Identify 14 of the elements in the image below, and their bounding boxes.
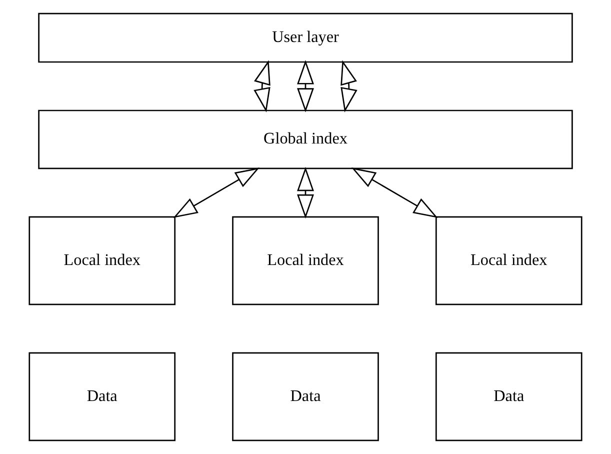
node-box: Global index — [38, 110, 573, 170]
arrow — [173, 168, 260, 218]
arrow — [351, 168, 438, 218]
node-box: Data — [435, 352, 582, 442]
node-box: User layer — [38, 12, 573, 63]
arrow — [340, 60, 358, 112]
node-box: Local index — [435, 216, 582, 306]
node-box: Local index — [232, 216, 379, 306]
node-box: Data — [28, 352, 176, 442]
arrow — [297, 166, 314, 219]
node-box: Local index — [28, 216, 176, 306]
arrow — [297, 60, 314, 112]
arrow — [254, 60, 270, 112]
node-box: Data — [232, 352, 379, 442]
